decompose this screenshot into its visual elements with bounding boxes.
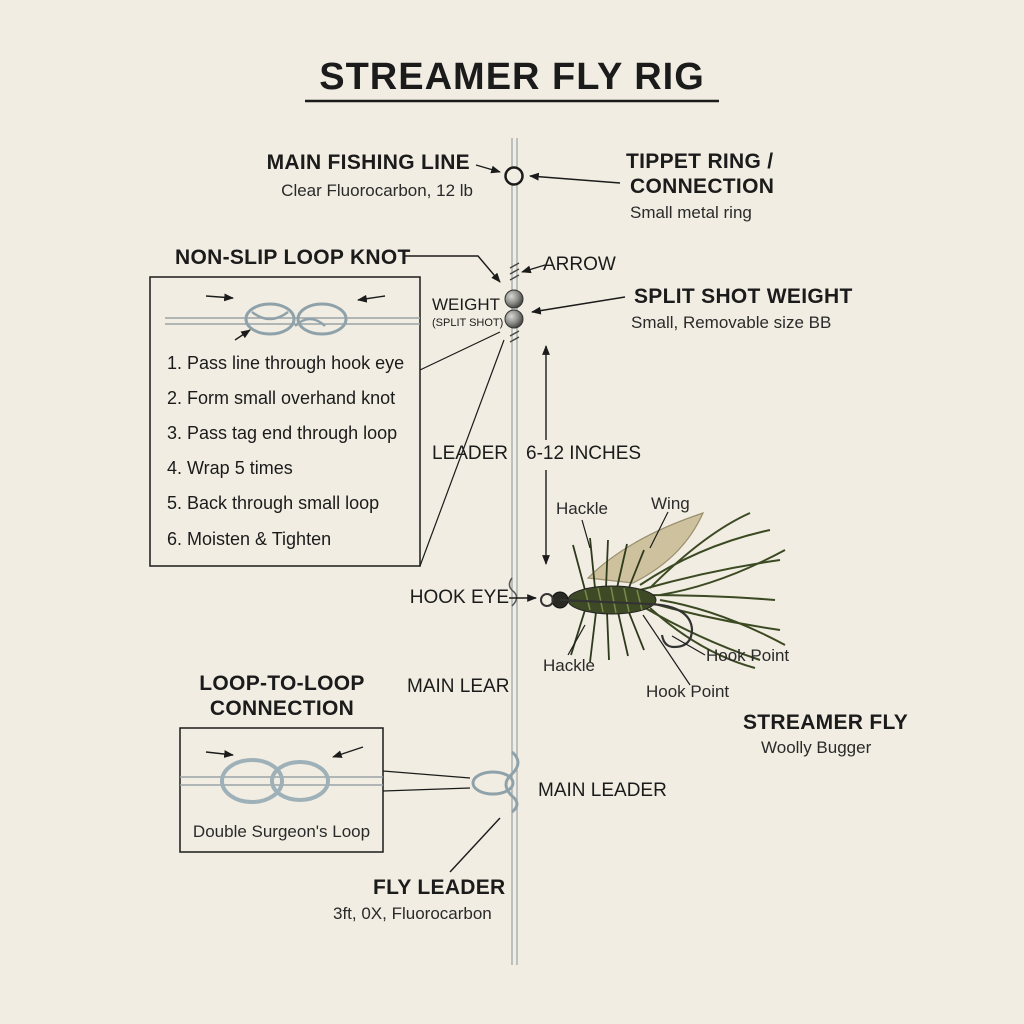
fly-hook — [559, 598, 694, 649]
knot-step-5: 5. Back through small loop — [167, 493, 380, 513]
knot-box-connector-top — [419, 331, 501, 371]
knot-step-4: 4. Wrap 5 times — [167, 458, 293, 478]
loop-title-1: LOOP-TO-LOOP — [199, 672, 365, 695]
hackle-bottom-pointer — [567, 624, 586, 656]
tippet-ring-title-2: CONNECTION — [630, 175, 775, 198]
weight-label: WEIGHT — [432, 295, 500, 314]
arrow-label-arrow — [521, 264, 546, 274]
main-line-title: MAIN FISHING LINE — [266, 151, 470, 174]
main-line-sub: Clear Fluorocarbon, 12 lb — [281, 181, 473, 200]
weight-sub: (SPLIT SHOT) — [432, 317, 504, 329]
fly-wing-label: Wing — [651, 494, 690, 513]
diagram-title: STREAMER FLY RIG — [319, 56, 705, 98]
arrow-label: ARROW — [543, 254, 616, 275]
main-leader-label: MAIN LEADER — [538, 780, 667, 801]
fly-leader-title: FLY LEADER — [373, 876, 506, 899]
hook-eye-kink — [508, 577, 518, 607]
main-line-loop-knot — [471, 750, 520, 814]
fly-hook-eye — [540, 593, 554, 607]
loop-title-2: CONNECTION — [209, 697, 355, 720]
knot-box — [149, 276, 421, 567]
split-shot-sub: Small, Removable size BB — [631, 313, 832, 332]
main-lear-label: MAIN LEAR — [407, 676, 510, 697]
fly-leader-pointer — [449, 817, 501, 873]
loop-connector-top — [382, 770, 471, 779]
knot-step-3: 3. Pass tag end through loop — [167, 423, 398, 443]
leader-label: LEADER — [432, 443, 509, 464]
streamer-fly-sub: Woolly Bugger — [761, 738, 872, 757]
fly-hackle-bottom-label: Hackle — [543, 656, 595, 675]
fly-leader-sub: 3ft, 0X, Fluorocarbon — [333, 904, 492, 923]
loop-caption: Double Surgeon's Loop — [192, 822, 371, 841]
fly-wing — [586, 512, 705, 584]
split-shot-arrow — [531, 296, 626, 315]
tippet-ring-sub: Small metal ring — [630, 203, 752, 222]
hook-point-2-pointer — [642, 614, 691, 686]
main-line-arrow — [475, 164, 501, 174]
fly-hook-point-1-label: Hook Point — [706, 646, 790, 665]
fly-hackle-top-label: Hackle — [556, 499, 608, 518]
streamer-fly-title: STREAMER FLY — [743, 711, 909, 734]
hook-eye-label: HOOK EYE — [409, 587, 509, 608]
streamer-fly — [540, 512, 786, 669]
knot-leader-line — [403, 255, 501, 283]
split-shot-lower — [504, 309, 524, 329]
distance-label: 6-12 INCHES — [526, 443, 642, 464]
knot-box-connector-bottom — [419, 339, 505, 567]
split-shot-upper — [504, 289, 524, 309]
line-wrap-top — [509, 262, 520, 281]
tippet-ring-title-1: TIPPET RING / — [626, 150, 774, 173]
knot-illustration — [165, 293, 420, 341]
knot-title: NON-SLIP LOOP KNOT — [175, 246, 411, 269]
hackle-top-pointer — [581, 519, 591, 549]
tippet-ring-arrow — [529, 172, 621, 184]
split-shot-title: SPLIT SHOT WEIGHT — [634, 285, 853, 308]
loop-box — [179, 727, 384, 853]
knot-step-6: 6. Moisten & Tighten — [167, 529, 332, 549]
loop-illustration — [180, 746, 383, 804]
knot-step-1: 1. Pass line through hook eye — [167, 353, 405, 373]
knot-step-2: 2. Form small overhand knot — [167, 388, 396, 408]
hook-point-1-pointer — [671, 635, 706, 656]
loop-connector-bottom — [382, 787, 471, 792]
wing-pointer — [649, 511, 669, 549]
main-line-strand — [511, 138, 518, 965]
line-wrap-bottom — [509, 330, 520, 343]
tippet-ring — [504, 166, 524, 186]
fly-hook-point-2-label: Hook Point — [646, 682, 730, 701]
